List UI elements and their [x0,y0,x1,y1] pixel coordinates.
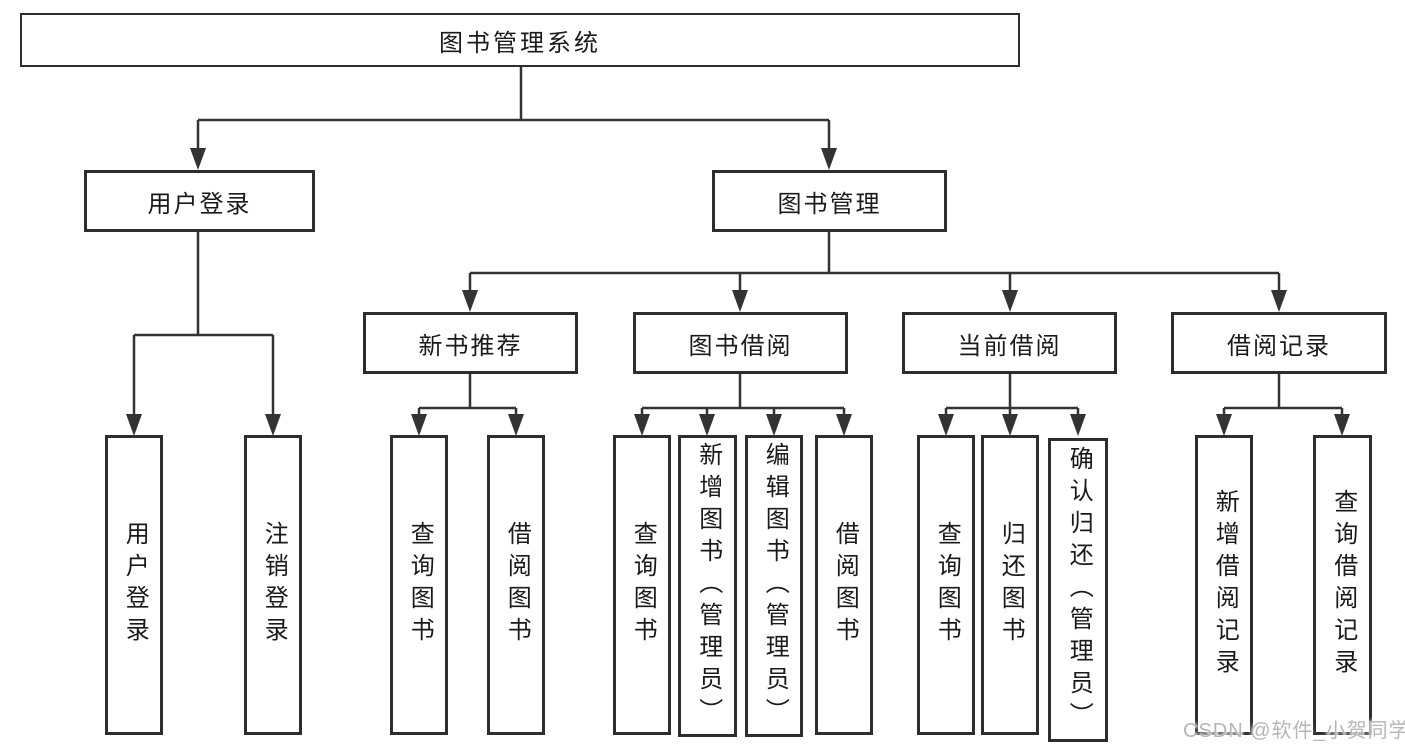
leaf-logout: 注销登录 [244,435,302,735]
node-new-book-recommend: 新书推荐 [363,312,578,374]
leaf-query-books-recommend: 查询图书 [390,435,448,735]
node-root-system: 图书管理系统 [20,13,1020,67]
leaf-return-book: 归还图书 [981,435,1039,735]
leaf-add-book-admin-label: 新增图书（管理员） [694,442,722,730]
leaf-confirm-return-admin-label: 确认归还（管理员） [1065,446,1093,734]
leaf-borrow-books-borrowing: 借阅图书 [815,435,873,735]
node-current-borrowing-label: 当前借阅 [957,332,1062,360]
leaf-borrow-books-recommend-label: 借阅图书 [503,521,531,649]
leaf-edit-book-admin-label: 编辑图书（管理员） [761,442,789,730]
node-current-borrowing: 当前借阅 [902,312,1117,374]
node-root-label: 图书管理系统 [439,29,601,57]
leaf-borrow-books-recommend: 借阅图书 [487,435,545,735]
leaf-add-book-admin: 新增图书（管理员） [678,435,737,737]
node-book-management: 图书管理 [712,170,947,232]
csdn-watermark: CSDN @软件_小贺同学 [1183,720,1405,742]
leaf-query-books-recommend-label: 查询图书 [406,521,434,649]
leaf-add-borrow-record: 新增借阅记录 [1195,435,1253,735]
leaf-user-login: 用户登录 [105,435,163,735]
leaf-return-book-label: 归还图书 [997,521,1025,649]
leaf-query-borrow-record-label: 查询借阅记录 [1329,489,1357,681]
leaf-query-borrow-record: 查询借阅记录 [1313,435,1372,735]
leaf-query-books-borrowing: 查询图书 [613,435,671,735]
node-book-borrowing-label: 图书借阅 [688,332,793,360]
node-new-book-recommend-label: 新书推荐 [418,332,523,360]
node-user-login: 用户登录 [84,170,315,232]
leaf-borrow-books-borrowing-label: 借阅图书 [831,521,859,649]
node-book-management-label: 图书管理 [777,190,882,218]
node-borrowing-records-label: 借阅记录 [1227,332,1331,360]
leaf-logout-label: 注销登录 [260,521,288,649]
leaf-add-borrow-record-label: 新增借阅记录 [1211,489,1239,681]
leaf-confirm-return-admin: 确认归还（管理员） [1048,438,1108,742]
leaf-edit-book-admin: 编辑图书（管理员） [745,435,803,737]
leaf-user-login-label: 用户登录 [121,521,149,649]
node-book-borrowing: 图书借阅 [633,312,848,374]
leaf-query-books-current: 查询图书 [917,435,975,735]
leaf-query-books-borrowing-label: 查询图书 [629,521,657,649]
node-borrowing-records: 借阅记录 [1171,312,1387,374]
leaf-query-books-current-label: 查询图书 [933,521,961,649]
node-user-login-label: 用户登录 [147,190,252,218]
